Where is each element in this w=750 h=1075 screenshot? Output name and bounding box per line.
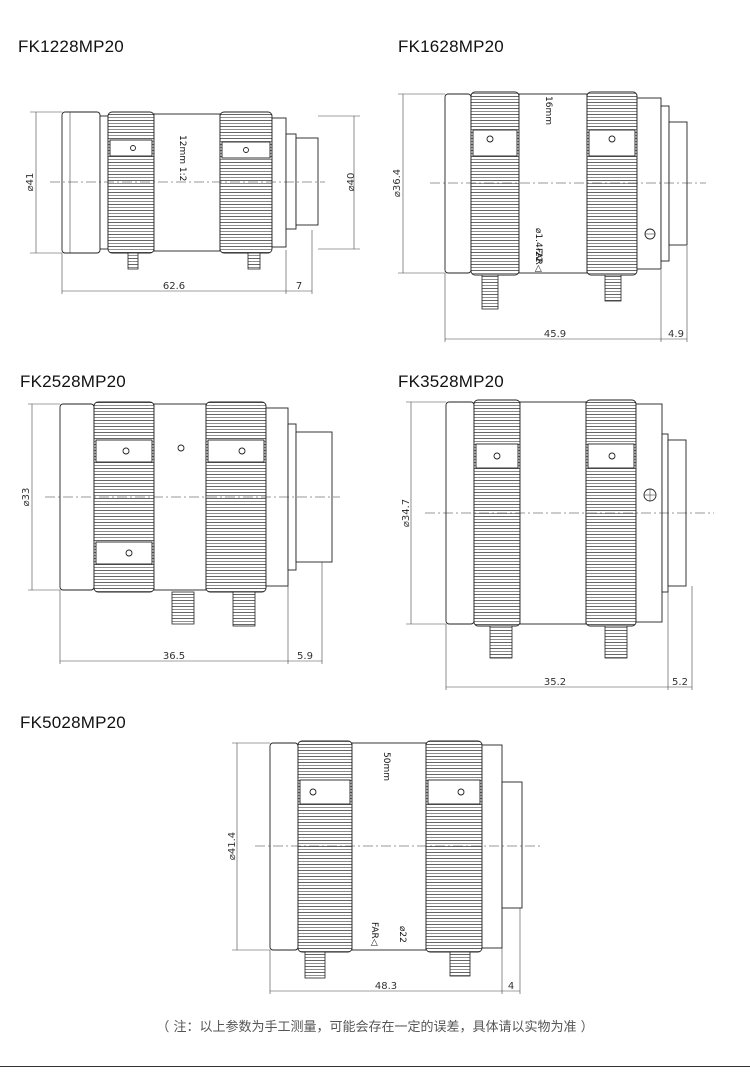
bottom-divider	[0, 1066, 750, 1067]
flange-label-1: 7	[296, 281, 302, 292]
diameter-label-4: ⌀34.7	[401, 499, 412, 527]
diameter-label-5: ⌀41.4	[227, 832, 238, 860]
diameter-label-1b: ⌀40	[346, 173, 357, 192]
lens-title-3: FK2528MP20	[20, 372, 126, 391]
lens-title-1: FK1228MP20	[18, 37, 124, 56]
length-label-3: 36.5	[163, 651, 185, 662]
flange-label-2: 4.9	[668, 329, 684, 340]
focus-mark-2: FAR◁	[533, 248, 543, 272]
focal-engraving-5: 50mm	[381, 752, 391, 781]
diameter-label-3: ⌀33	[21, 488, 32, 507]
lens-title-5: FK5028MP20	[20, 713, 126, 732]
lens-drawing-5: ⌀41.4 50mm FAR◁ ⌀22 48.3 4	[227, 740, 540, 994]
aperture-mark-2: ⌀1.4-22	[533, 228, 543, 262]
lens-title-2: FK1628MP20	[398, 37, 504, 56]
aperture-mark-5: ⌀22	[397, 926, 407, 943]
diameter-label-1: ⌀41	[25, 173, 36, 192]
measurement-footnote: （ 注：以上参数为手工测量，可能会存在一定的误差，具体请以实物为准 ）	[156, 1020, 594, 1035]
diameter-label-2: ⌀36.4	[392, 169, 403, 197]
lens-drawing-2: ⌀36.4 16mm FAR◁ ⌀1.4-22 45.9 4.9	[392, 91, 706, 342]
length-label-4: 35.2	[544, 677, 566, 688]
lens-drawing-3: ⌀33 36.5 5.9	[21, 401, 340, 664]
focus-mark-5: FAR◁	[369, 922, 379, 946]
flange-label-5: 4	[508, 981, 514, 992]
focal-engraving-2: 16mm	[543, 96, 553, 125]
flange-label-3: 5.9	[297, 651, 313, 662]
length-label-2: 45.9	[544, 329, 566, 340]
length-label-5: 48.3	[375, 981, 397, 992]
lens-title-4: FK3528MP20	[398, 372, 504, 391]
length-label-1: 62.6	[163, 281, 185, 292]
flange-label-4: 5.2	[672, 677, 688, 688]
focal-engraving-1: 12mm 1:2	[177, 135, 187, 181]
lens-drawing-4: ⌀34.7 35.2 5.2	[401, 399, 714, 690]
lens-drawing-1: ⌀41 12mm 1:2 ⌀40 62.6 7	[25, 111, 360, 294]
